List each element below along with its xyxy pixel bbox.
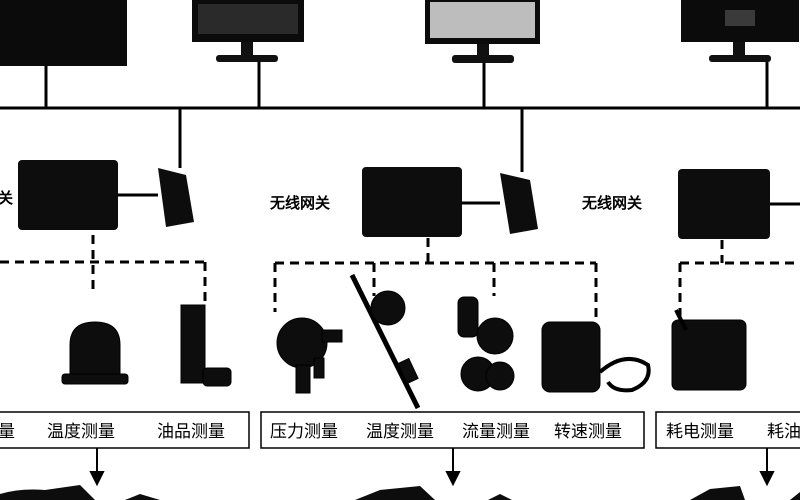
wireless-links: [0, 235, 800, 322]
flow-sensor: [457, 296, 515, 392]
left-label-fragment: 量: [0, 422, 15, 442]
label-box-left: 量 温度测量 油品测量: [0, 411, 250, 449]
monitor-1: [192, 0, 304, 62]
bottom-equipment: [0, 485, 800, 500]
down-arrows: [89, 448, 775, 487]
label-speed: 转速测量: [554, 422, 622, 442]
label-oil-consumption-fragment: 耗油: [767, 422, 800, 442]
label-temperature-middle: 温度测量: [366, 422, 434, 442]
speed-sensor: [541, 321, 651, 393]
label-box-right: 耗电测量 耗油: [655, 411, 800, 449]
label-box-middle: 压力测量 温度测量 流量测量 转速测量: [260, 411, 645, 449]
label-pressure: 压力测量: [270, 422, 338, 442]
temperature-sensor-left: [61, 321, 129, 385]
gateway-middle-label: 无线网关: [269, 194, 330, 212]
monitor-3: [681, 0, 799, 62]
gateway-left: 关: [0, 160, 194, 230]
label-oil-quality: 油品测量: [157, 422, 225, 442]
label-power: 耗电测量: [666, 422, 734, 442]
power-meter: [671, 309, 747, 391]
oil-quality-sensor: [180, 304, 232, 387]
network-bus: [0, 62, 800, 172]
workstation-left: [0, 0, 127, 66]
pressure-sensor: [276, 317, 343, 394]
gateway-middle: 无线网关: [269, 167, 538, 237]
label-temperature-left: 温度测量: [47, 422, 115, 442]
gateway-left-label-fragment: 关: [0, 189, 13, 207]
sensors: [61, 273, 747, 410]
temperature-probe: [349, 273, 421, 410]
monitor-2: [425, 0, 540, 63]
gateway-right: 无线网关: [581, 169, 800, 239]
gateway-right-label: 无线网关: [581, 194, 642, 212]
label-flow: 流量测量: [462, 422, 530, 442]
